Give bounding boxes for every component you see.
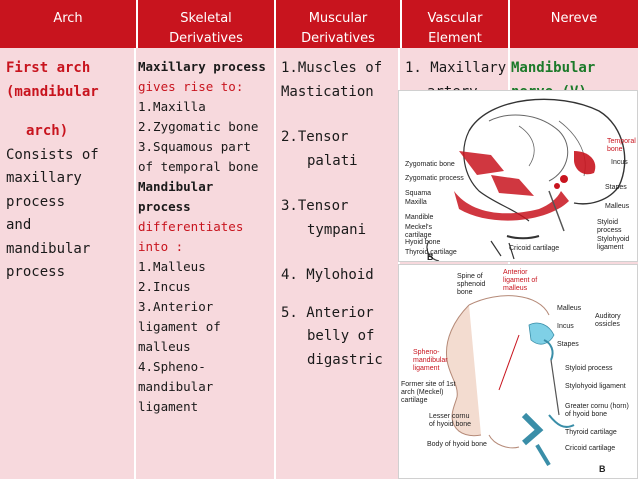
label-stapes-b: Stapes	[557, 341, 579, 348]
arch-desc-line: process	[6, 193, 66, 210]
header-nerve-label: Nereve	[550, 11, 598, 26]
label-spine-sphenoid: Spine of sphenoid bone	[457, 273, 486, 296]
label-cricoid-cartilage: Cricoid cartilage	[509, 245, 560, 252]
figure-first-arch-ossicles: Spine of sphenoid bone Anterior ligament…	[398, 264, 638, 479]
label-stapes: Stapes	[605, 184, 627, 191]
header-divider	[136, 0, 138, 48]
column-divider	[274, 48, 276, 479]
column-divider	[398, 48, 400, 479]
skull-illustration	[426, 98, 626, 261]
muscle-line: digastric	[307, 351, 383, 368]
label-zygomatic-bone: Zygomatic bone	[405, 161, 455, 168]
label-squama: Squama	[405, 190, 432, 197]
label-thyroid-cartilage-b: Thyroid cartilage	[565, 429, 617, 436]
label-anterior-ligament: Anterior ligament of malleus	[503, 269, 538, 292]
mandibular-item: 2.Incus	[138, 279, 191, 294]
label-styloid-process: Styloid process	[597, 219, 622, 234]
arch-desc-line: mandibular	[6, 240, 91, 257]
column-divider	[508, 48, 510, 479]
muscle-line: 5. Anterior	[281, 304, 374, 321]
label-malleus-b: Malleus	[557, 305, 582, 312]
maxillary-item: 2.Zygomatic bone	[138, 119, 259, 134]
label-thyroid-cartilage: Thyroid cartilage	[405, 249, 457, 256]
figure-first-arch-skull: Temporal bone Incus Zygomatic bone Zygom…	[398, 90, 638, 262]
mandibular-item: 3.Anterior ligament of malleus	[138, 299, 221, 354]
muscle-line: 3.Tensor	[281, 198, 349, 214]
column-divider	[134, 48, 136, 479]
label-auditory-ossicles: Auditory ossicles	[595, 313, 621, 328]
label-hyoid-bone: Hyoid bone	[405, 239, 441, 246]
header-divider	[274, 0, 276, 48]
label-body-hyoid: Body of hyoid bone	[427, 441, 487, 448]
arch-desc-line: Consists of	[6, 146, 99, 163]
figure-letter: B	[427, 252, 434, 262]
label-cricoid-cartilage-b: Cricoid cartilage	[565, 445, 616, 452]
header-arch-label: Arch	[53, 11, 83, 26]
header-divider	[508, 0, 510, 48]
label-stylohyoid-ligament: Stylohyoid ligament	[597, 236, 630, 251]
header-divider	[400, 0, 402, 48]
header-vascular: Vascular Element	[402, 0, 508, 48]
nerve-line: Mandibular	[511, 60, 596, 76]
label-greater-cornu: Greater cornu (horn) of hyoid bone	[565, 403, 629, 418]
header-vascular-label: Vascular Element	[427, 11, 483, 46]
label-temporal-bone: Temporal bone	[607, 138, 636, 153]
arch-cell: First arch (mandibular arch) Consists of…	[6, 57, 132, 285]
label-lesser-cornu: Lesser cornu of hyoid bone	[429, 413, 472, 428]
muscle-line: 4. Mylohoid	[281, 267, 374, 283]
differentiates-text: differentiates into :	[138, 219, 244, 254]
ossicles-illustration	[445, 295, 575, 467]
label-meckels-cartilage: Meckel's cartilage	[405, 224, 433, 239]
mandibular-heading: Mandibular process	[138, 179, 214, 214]
maxillary-heading: Maxillary process	[138, 59, 266, 74]
label-styloid-process-b: Styloid process	[565, 365, 613, 372]
muscular-cell: 1.Muscles of Mastication 2.Tensor palati…	[281, 57, 391, 372]
muscle-line: 1.Muscles of	[281, 60, 383, 76]
maxillary-item: 1.Maxilla	[138, 99, 206, 114]
label-incus-b: Incus	[557, 323, 574, 330]
label-maxilla: Maxilla	[405, 199, 427, 206]
maxillary-item: 3.Squamous part of temporal bone	[138, 139, 259, 174]
label-incus: Incus	[611, 159, 628, 166]
header-skeletal: Skeletal Derivatives	[138, 0, 274, 48]
label-mandible: Mandible	[405, 214, 434, 221]
label-zygomatic-process: Zygomatic process	[405, 175, 464, 182]
header-muscular-label: Muscular Derivatives	[301, 11, 375, 46]
arch-title-3: arch)	[26, 123, 69, 139]
muscle-line: palati	[307, 152, 358, 169]
mandibular-item: 4.Spheno-mandibular ligament	[138, 359, 214, 414]
muscle-line: Mastication	[281, 83, 374, 100]
header-arch: Arch	[0, 0, 136, 48]
mandibular-item: 1.Malleus	[138, 259, 206, 274]
gives-rise-text: gives rise to:	[138, 79, 244, 94]
muscle-line: tympani	[307, 221, 367, 238]
arch-desc-line: maxillary	[6, 170, 82, 186]
label-spheno-mandibular: Spheno-mandibular ligament	[413, 349, 448, 372]
vascular-line: 1. Maxillary	[405, 60, 507, 76]
muscle-line: 2.Tensor	[281, 129, 349, 145]
skeletal-cell: Maxillary process gives rise to: 1.Maxil…	[138, 57, 272, 417]
label-malleus: Malleus	[605, 203, 630, 210]
header-muscular: Muscular Derivatives	[276, 0, 400, 48]
header-nerve: Nereve	[510, 0, 638, 48]
muscle-line: belly of	[307, 328, 375, 344]
figure-letter-b: B	[599, 464, 606, 474]
arch-desc-line: and	[6, 217, 32, 233]
arch-desc-line: process	[6, 264, 66, 280]
arch-title-1: First arch	[6, 60, 91, 76]
label-former-site: Former site of 1st arch (Meckel) cartila…	[401, 381, 456, 404]
header-skeletal-label: Skeletal Derivatives	[169, 11, 243, 46]
label-stylohyoid-ligament-b: Stylohyoid ligament	[565, 383, 626, 390]
arch-title-2: (mandibular	[6, 83, 99, 100]
